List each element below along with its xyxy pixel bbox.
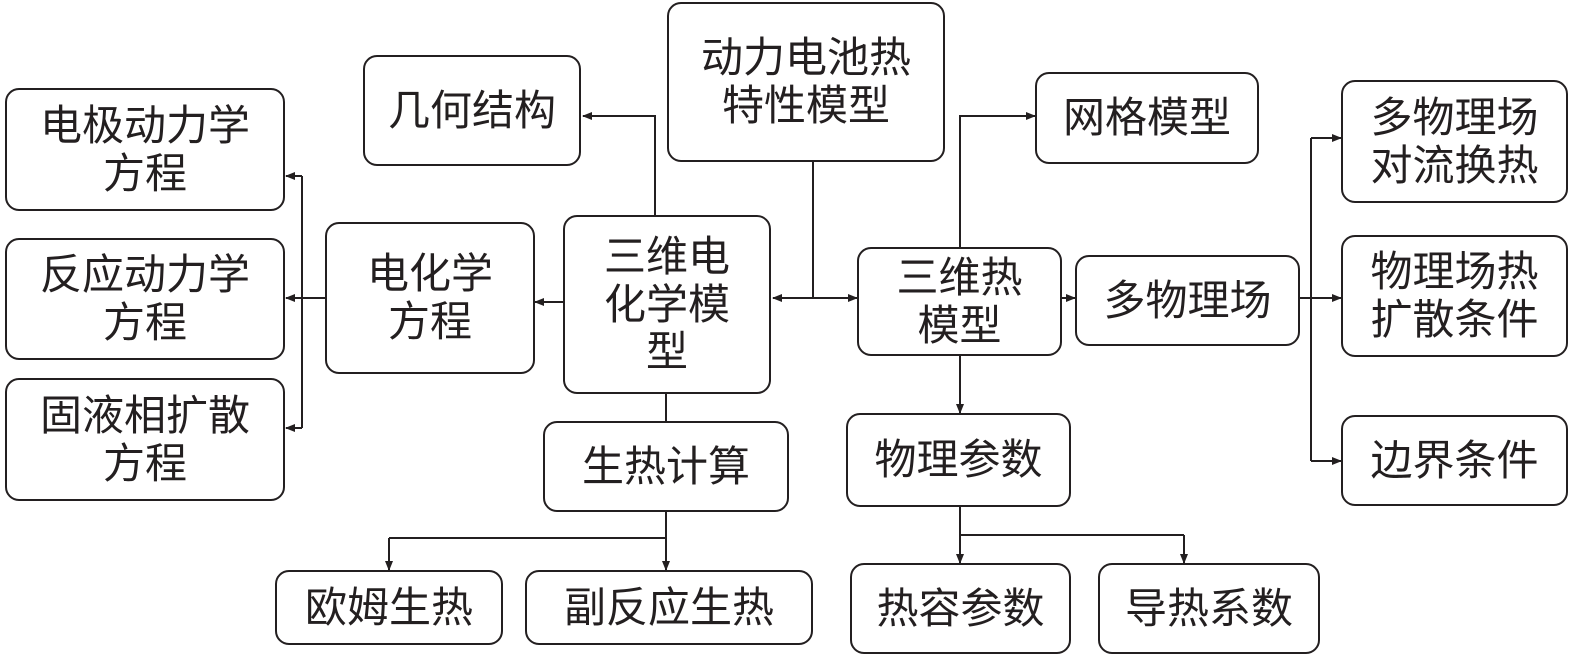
node-echem-equation-label: 电化学 方程 [366, 249, 493, 346]
node-side-reaction-heat-label: 副反应生热 [563, 582, 774, 632]
mesh-arrow [959, 112, 1036, 247]
node-echem-3d-label: 三维电 化学模 型 [603, 231, 730, 377]
node-thermal-conductivity-label: 导热系数 [1124, 583, 1293, 633]
node-solid-liquid-diffusion-label: 固液相扩散 方程 [39, 390, 250, 488]
node-physical-parameters-label: 物理参数 [874, 435, 1043, 485]
node-electrode-kinetics: 电极动力学 方程 [5, 88, 285, 211]
node-reaction-kinetics: 反应动力学 方程 [5, 238, 285, 360]
node-echem-3d: 三维电 化学模 型 [563, 215, 771, 394]
heat-gen-split-line [389, 512, 667, 539]
node-echem-equation: 电化学 方程 [325, 222, 535, 374]
node-thermal-conductivity: 导热系数 [1098, 563, 1320, 654]
node-heat-capacity: 热容参数 [850, 563, 1071, 654]
node-heat-generation: 生热计算 [543, 421, 789, 512]
phys-params-split-line [959, 507, 1184, 536]
node-multiphysics-convection-label: 多物理场 对流换热 [1370, 92, 1539, 190]
node-thermal-diffusion-condition-label: 物理场热 扩散条件 [1370, 247, 1539, 344]
node-thermal-diffusion-condition: 物理场热 扩散条件 [1341, 235, 1568, 357]
node-title-label: 动力电池热 特性模型 [700, 33, 911, 130]
node-thermal-3d-label: 三维热 模型 [896, 252, 1023, 350]
node-mesh-model-label: 网格模型 [1062, 93, 1231, 143]
node-mesh-model: 网格模型 [1035, 72, 1259, 164]
node-ohmic-heat: 欧姆生热 [275, 570, 503, 645]
node-title: 动力电池热 特性模型 [667, 2, 945, 162]
node-electrode-kinetics-label: 电极动力学 方程 [39, 100, 250, 198]
node-side-reaction-heat: 副反应生热 [525, 570, 813, 645]
node-geometry: 几何结构 [363, 55, 581, 166]
node-ohmic-heat-label: 欧姆生热 [304, 582, 473, 632]
equation-bracket-line [301, 176, 325, 428]
node-multiphysics-convection: 多物理场 对流换热 [1341, 80, 1568, 203]
node-solid-liquid-diffusion: 固液相扩散 方程 [5, 378, 285, 501]
geometry-arrow [582, 112, 656, 215]
node-heat-generation-label: 生热计算 [581, 441, 750, 491]
node-physical-parameters: 物理参数 [846, 413, 1071, 507]
node-boundary-condition: 边界条件 [1341, 415, 1568, 506]
node-boundary-condition-label: 边界条件 [1370, 435, 1539, 485]
node-multiphysics-label: 多物理场 [1103, 275, 1272, 325]
multiphysics-bracket-line [1300, 138, 1312, 461]
node-multiphysics: 多物理场 [1075, 255, 1300, 346]
node-reaction-kinetics-label: 反应动力学 方程 [39, 250, 250, 347]
node-geometry-label: 几何结构 [387, 85, 556, 135]
node-thermal-3d: 三维热 模型 [857, 247, 1062, 356]
node-heat-capacity-label: 热容参数 [876, 583, 1045, 633]
